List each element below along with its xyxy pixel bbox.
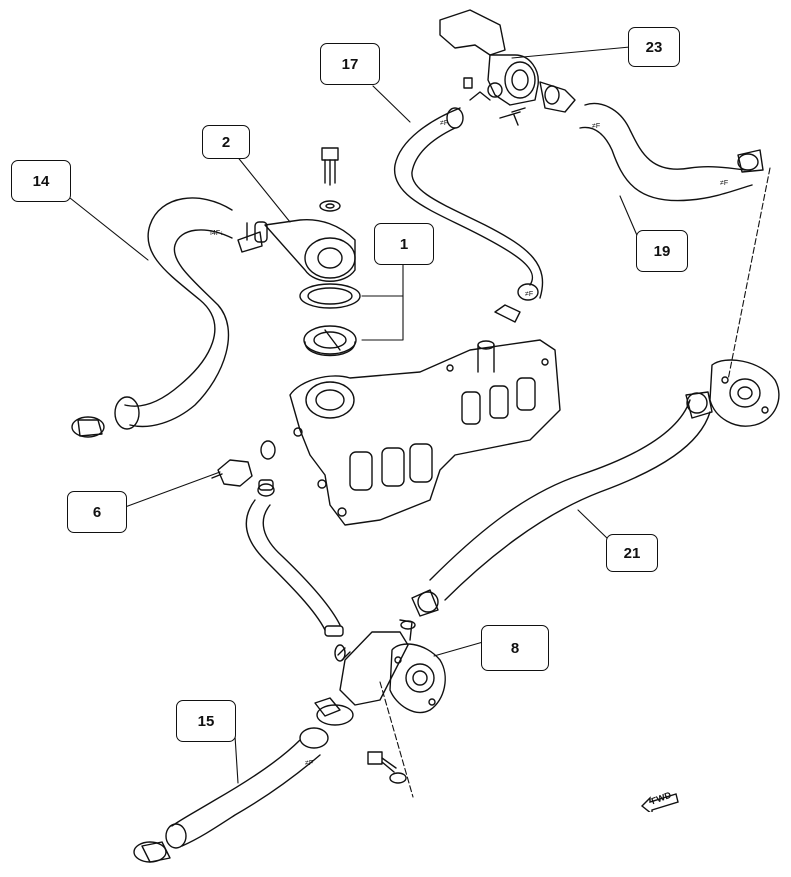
callout-17: 17 — [320, 43, 380, 85]
heater-flange — [709, 359, 780, 427]
leader-lines — [69, 46, 771, 798]
forward-direction-arrow-icon — [640, 793, 679, 812]
callout-23: 23 — [628, 27, 680, 67]
callout-2: 2 — [202, 125, 250, 159]
thermostat-1 — [299, 283, 361, 357]
water-pipe-8 — [334, 619, 446, 714]
thermostat-cap-2 — [237, 218, 356, 282]
callout-19: 19 — [636, 230, 688, 272]
callout-8: 8 — [481, 625, 549, 671]
svg-text:≠F: ≠F — [440, 120, 448, 127]
hose-17: ≠F ≠F — [394, 77, 544, 323]
svg-text:≠F: ≠F — [525, 291, 533, 298]
water-outlet-23 — [439, 9, 576, 126]
callout-6: 6 — [67, 491, 127, 533]
callout-14: 14 — [11, 160, 71, 202]
svg-text:≠F: ≠F — [305, 760, 313, 767]
hose-19: ≠F ≠F — [579, 103, 764, 202]
intake-manifold — [289, 339, 561, 526]
hose-15: ≠F — [133, 697, 354, 863]
callout-21: 21 — [606, 534, 658, 572]
hose-21 — [411, 391, 713, 617]
callout-15: 15 — [176, 700, 236, 742]
hose-14: I4F↓ — [71, 197, 233, 438]
bolt — [319, 147, 341, 212]
svg-text:I4F↓: I4F↓ — [210, 230, 224, 237]
pipe-bolt — [367, 751, 407, 784]
svg-text:≠F: ≠F — [592, 123, 600, 130]
svg-text:≠F: ≠F — [720, 180, 728, 187]
callout-1: 1 — [374, 223, 434, 265]
bypass-hose — [245, 499, 344, 637]
temperature-sensor-6 — [211, 440, 276, 497]
